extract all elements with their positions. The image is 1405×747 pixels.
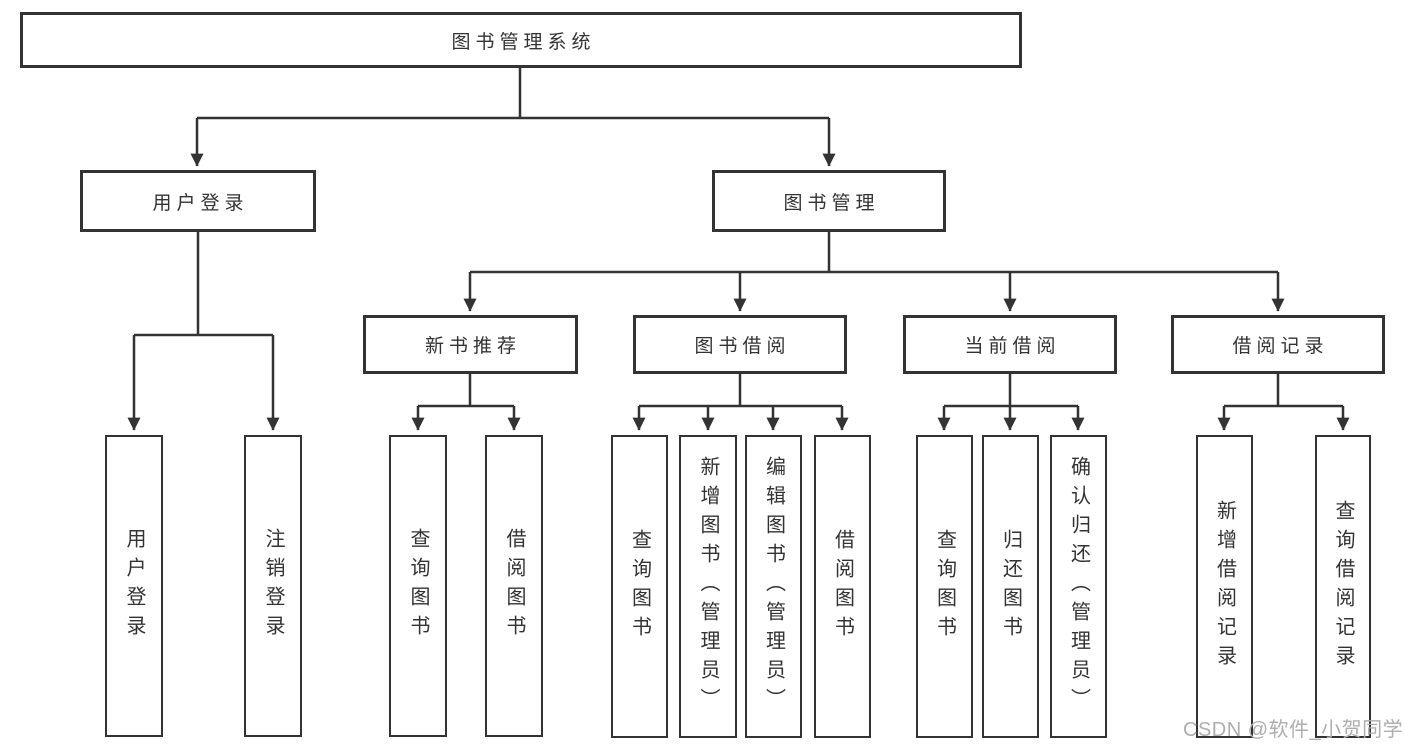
node-label: 用户登录: [152, 192, 249, 214]
leaf-borrow-books-2: 借阅图书: [814, 435, 871, 738]
node-label: 注销登录: [262, 528, 284, 644]
node-label: 新增借阅记录: [1213, 499, 1236, 674]
node-current-borrow: 当前借阅: [903, 315, 1117, 374]
leaf-query-books-1: 查询图书: [389, 435, 447, 737]
leaf-confirm-return-admin: 确认归还（管理员）: [1050, 435, 1107, 738]
node-label: 借阅图书: [831, 528, 854, 645]
connector-rails: [134, 68, 1343, 408]
leaf-add-book-admin: 新增图书（管理员）: [679, 435, 737, 738]
node-label: 借阅记录: [1232, 336, 1329, 357]
node-root: 图书管理系统: [20, 12, 1022, 68]
leaf-logout: 注销登录: [244, 435, 302, 737]
node-user-login: 用户登录: [80, 170, 316, 232]
node-label: 查询图书: [407, 528, 429, 644]
leaf-return-books: 归还图书: [982, 435, 1039, 738]
node-label: 查询图书: [933, 528, 956, 645]
node-label: 确认归还（管理员）: [1067, 456, 1090, 717]
leaf-add-borrow-record: 新增借阅记录: [1196, 435, 1253, 738]
leaf-borrow-books-1: 借阅图书: [485, 435, 543, 737]
node-label: 新书推荐: [424, 336, 521, 357]
leaf-query-books-3: 查询图书: [916, 435, 973, 738]
leaf-edit-book-admin: 编辑图书（管理员）: [745, 435, 802, 738]
node-label: 归还图书: [999, 528, 1022, 645]
leaf-user-login: 用户登录: [105, 435, 163, 737]
leaf-query-borrow-record: 查询借阅记录: [1315, 435, 1371, 738]
node-label: 新增图书（管理员）: [697, 456, 719, 717]
node-book-management: 图书管理: [712, 170, 946, 232]
node-label: 查询借阅记录: [1332, 499, 1354, 674]
node-label: 查询图书: [628, 528, 651, 645]
leaf-query-books-2: 查询图书: [611, 435, 668, 738]
node-label: 编辑图书（管理员）: [762, 456, 785, 717]
node-label: 当前借阅: [964, 336, 1061, 357]
node-new-book-recommend: 新书推荐: [363, 315, 578, 374]
watermark-text: CSDN @软件_小贺同学: [1183, 719, 1404, 741]
node-label: 借阅图书: [503, 528, 525, 644]
node-label: 图书管理系统: [451, 31, 596, 53]
node-borrow-records: 借阅记录: [1171, 315, 1385, 374]
node-book-borrow: 图书借阅: [633, 315, 847, 374]
node-label: 图书管理: [783, 192, 880, 214]
node-label: 图书借阅: [694, 336, 791, 357]
node-label: 用户登录: [123, 528, 145, 644]
